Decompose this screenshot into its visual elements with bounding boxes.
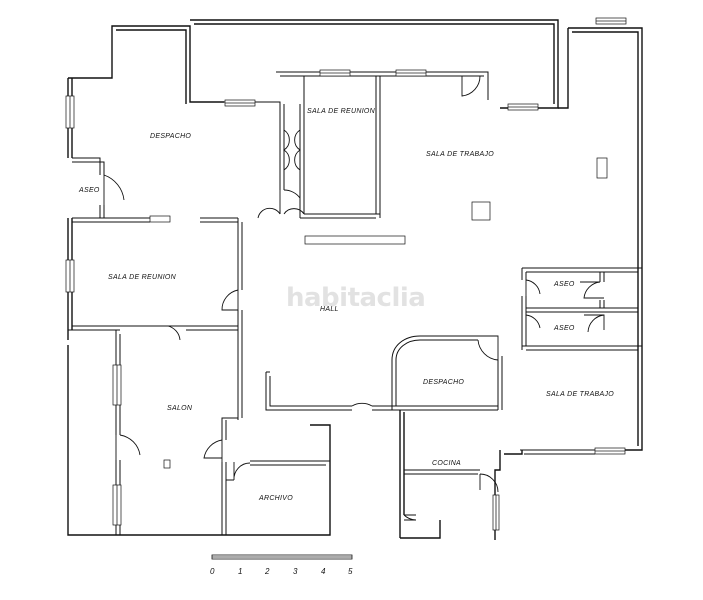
label-cocina: COCINA (432, 460, 461, 467)
label-despacho-2: DESPACHO (423, 379, 464, 386)
scale-tick-4: 4 (321, 567, 326, 576)
interior-walls (68, 71, 642, 535)
label-salon: SALON (167, 405, 193, 412)
label-sala-reunion-1: SALA DE REUNION (307, 108, 376, 115)
windows (65, 17, 627, 531)
label-aseo-1: ASEO (78, 187, 100, 194)
label-sala-trabajo-2: SALA DE TRABAJO (546, 391, 614, 398)
doors (103, 75, 605, 521)
label-aseo-2: ASEO (553, 281, 575, 288)
label-aseo-3: ASEO (553, 325, 575, 332)
scale-bar: 0 1 2 3 4 5 (210, 554, 353, 576)
label-archivo: ARCHIVO (258, 495, 293, 502)
label-hall: HALL (320, 306, 339, 313)
label-sala-trabajo-1: SALA DE TRABAJO (426, 151, 494, 158)
scale-tick-3: 3 (293, 567, 298, 576)
scale-tick-0: 0 (210, 567, 215, 576)
label-sala-reunion-2: SALA DE REUNION (108, 274, 177, 281)
scale-tick-5: 5 (348, 567, 353, 576)
room-labels: DESPACHO SALA DE REUNION SALA DE TRABAJO… (78, 108, 614, 502)
scale-tick-2: 2 (264, 567, 270, 576)
label-despacho-1: DESPACHO (150, 133, 191, 140)
watermark-text: habitaclia (286, 283, 425, 313)
scale-tick-1: 1 (238, 567, 242, 576)
